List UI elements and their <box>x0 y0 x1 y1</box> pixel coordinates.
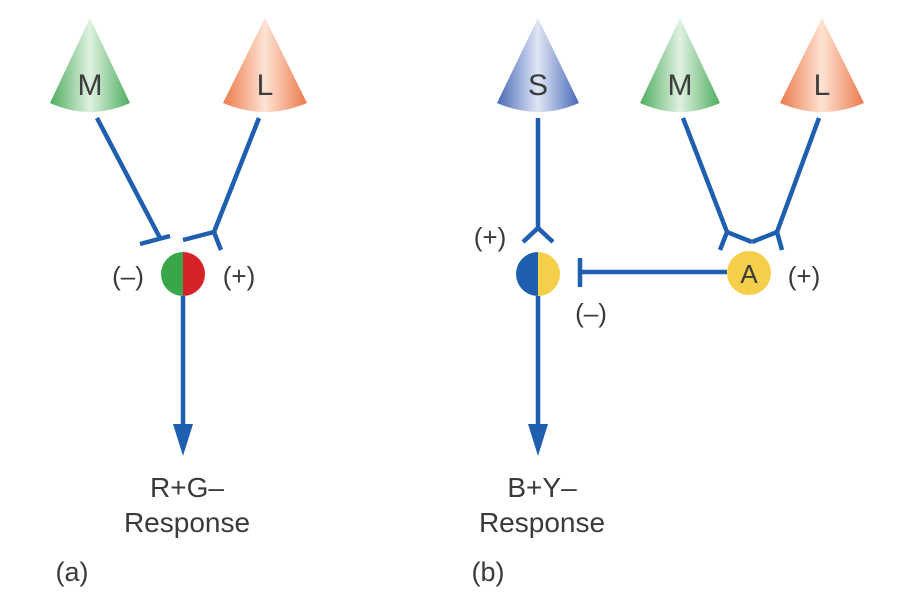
amacrine-cell <box>727 251 771 295</box>
cone-shape <box>780 18 864 112</box>
response-label-b-line1: B+Y– <box>507 472 577 503</box>
cone-shape <box>640 18 720 112</box>
panel-b: S M L (+) (–) A (+) <box>472 18 864 587</box>
panel-label-b: (b) <box>472 557 505 587</box>
cone-label-l-b: L <box>814 69 831 102</box>
cone-shape <box>497 18 579 112</box>
excitatory-fork-l <box>751 228 785 251</box>
sign-plus-s: (+) <box>474 222 507 252</box>
l-excitatory-wire <box>211 117 262 233</box>
l-cone-b: L <box>780 18 864 112</box>
m-cone-b: M <box>640 18 720 112</box>
cone-label-m-b: M <box>668 69 693 102</box>
blue-half <box>516 252 538 296</box>
sign-plus-a: (+) <box>223 261 256 291</box>
arrow-head-icon <box>528 424 548 456</box>
response-label-a-line2: Response <box>124 507 250 538</box>
excitatory-fork <box>521 224 555 244</box>
amacrine-label: A <box>740 259 758 289</box>
red-green-cell <box>161 252 205 296</box>
sign-minus-a: (–) <box>112 261 144 291</box>
cone-shape <box>223 18 307 112</box>
cone-label-s-b: S <box>528 69 548 102</box>
panel-label-a: (a) <box>56 557 89 587</box>
green-half <box>161 252 183 296</box>
blue-yellow-cell <box>516 252 560 296</box>
excitatory-fork-m <box>717 229 753 251</box>
response-label-b-line2: Response <box>479 507 605 538</box>
response-label-a-line1: R+G– <box>150 472 224 503</box>
sign-plus-a-cell: (+) <box>788 261 821 291</box>
l-wire-to-a <box>774 117 822 233</box>
l-cone-a: L <box>223 18 307 112</box>
excitatory-fork <box>182 229 224 251</box>
sign-minus-b: (–) <box>575 298 607 328</box>
red-half <box>183 252 205 296</box>
cone-shape <box>50 18 130 112</box>
arrow-head-icon <box>173 424 193 456</box>
yellow-half <box>538 252 560 296</box>
m-inhibitory-wire <box>95 116 162 240</box>
m-wire-to-a <box>680 117 730 233</box>
cone-label-m-a: M <box>78 69 103 102</box>
panel-a: M L (–) (+) R+G– Response (a) <box>50 18 307 587</box>
s-cone-b: S <box>497 18 579 112</box>
inhibitory-bar <box>139 233 171 247</box>
m-cone-a: M <box>50 18 130 112</box>
cone-label-l-a: L <box>257 69 274 102</box>
